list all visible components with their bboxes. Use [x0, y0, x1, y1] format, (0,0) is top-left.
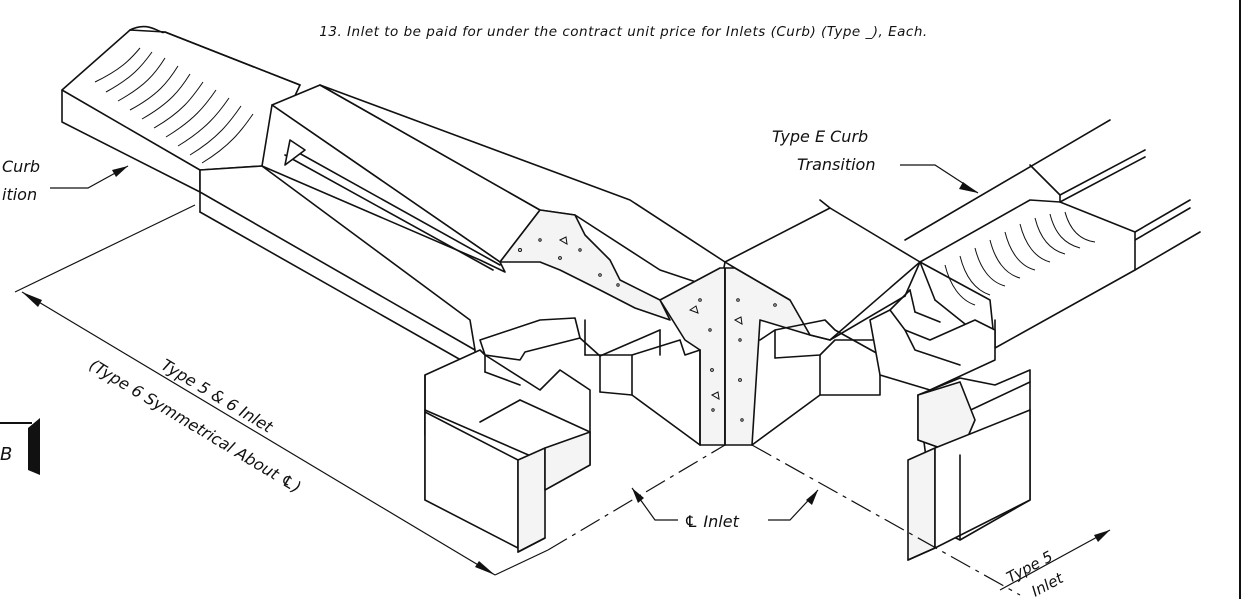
inlet-box: [424, 289, 1031, 561]
general-note: 13. Inlet to be paid for under the contr…: [319, 24, 928, 40]
left-curb-transition: [61, 25, 476, 369]
right-curb-transition: [904, 119, 1201, 349]
section-marker: B: [0, 418, 40, 475]
left-curb-label-2: ition: [2, 185, 37, 204]
centerlines: [547, 444, 1021, 596]
dimensions: [14, 164, 1111, 591]
centerline-label: ℄ Inlet: [684, 512, 740, 531]
left-curb-top: [261, 84, 726, 291]
section-marker-label: B: [0, 444, 12, 465]
right-curb-top: [724, 199, 921, 341]
right-curb-label-2: Transition: [797, 155, 875, 174]
right-curb-label: Type E Curb: [772, 127, 868, 146]
left-curb-label: Curb: [2, 157, 40, 176]
